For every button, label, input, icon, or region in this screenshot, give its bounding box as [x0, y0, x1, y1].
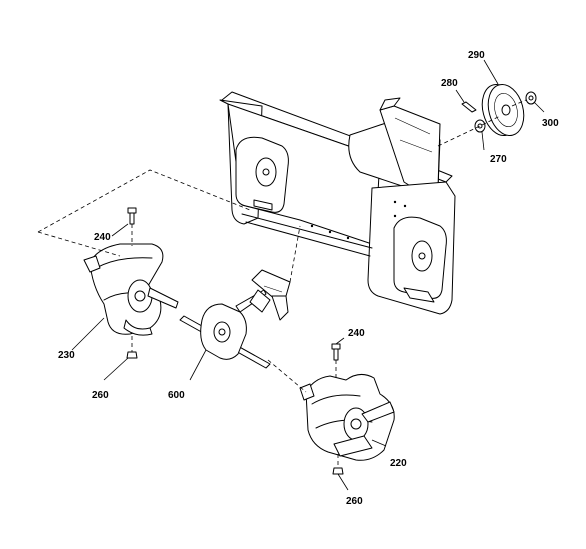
callout-280: 280: [441, 78, 458, 89]
callout-240-left: 240: [94, 232, 111, 243]
leader-lines: [71, 59, 545, 491]
right-auger: [299, 374, 395, 461]
callout-260-left: 260: [92, 390, 109, 401]
alignment-lines: [37, 99, 527, 468]
callout-240-right: 240: [348, 328, 365, 339]
left-auger: [83, 243, 179, 336]
callout-220: 220: [390, 458, 407, 469]
callout-labels: 240 230 260 600 240 220 260 280 290 270 …: [58, 50, 559, 507]
auger-shaft-gearbox: [179, 269, 291, 369]
callout-600: 600: [168, 390, 185, 401]
callout-260-right: 260: [346, 496, 363, 507]
pulley: [481, 84, 525, 136]
callout-270: 270: [490, 154, 507, 165]
hardware: [126, 91, 537, 475]
callout-290: 290: [468, 50, 485, 61]
auger-housing: [219, 91, 456, 315]
callout-300: 300: [542, 118, 559, 129]
callout-230: 230: [58, 350, 75, 361]
